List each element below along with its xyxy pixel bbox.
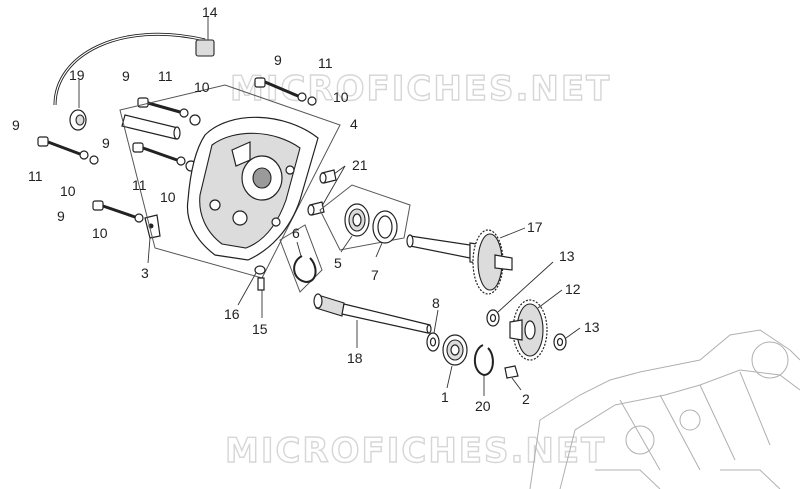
part-13-washer-lower	[553, 333, 567, 351]
sleeve-dowel	[121, 114, 181, 140]
part-18-shaft	[313, 293, 432, 334]
callout-label: 9	[57, 208, 65, 224]
callout-label: 19	[69, 67, 85, 83]
callout-label: 14	[202, 4, 218, 20]
callout-label: 13	[584, 319, 600, 335]
part-16-washer	[254, 265, 266, 275]
callout-label: 18	[347, 350, 363, 366]
callout-label: 4	[350, 116, 358, 132]
part-7-seal	[372, 210, 398, 244]
watermark-bottom: MICROFICHES.NET	[225, 431, 606, 471]
part-20-circlip	[473, 344, 494, 377]
frame-circlip-6	[279, 224, 323, 293]
callout-label: 5	[334, 255, 342, 271]
frame-cover-group	[119, 84, 341, 279]
callout-label: 16	[224, 306, 240, 322]
part-12-gear	[509, 299, 548, 361]
part-9-bolt-left	[37, 136, 81, 156]
watermark-top: MICROFICHES.NET	[230, 69, 611, 109]
part-2-dowel	[504, 365, 519, 379]
callout-label: 20	[475, 398, 491, 414]
callout-label: 10	[194, 79, 210, 95]
callout-label: 7	[371, 267, 379, 283]
part-13-washer-upper	[486, 309, 500, 327]
washers	[79, 92, 317, 223]
callout-label: 11	[28, 168, 43, 184]
callout-label: 13	[559, 248, 575, 264]
part-5-bearing	[344, 203, 370, 237]
part-14-cable	[53, 32, 215, 106]
callout-label: 17	[527, 219, 543, 235]
callout-label: 15	[252, 321, 268, 337]
part-9-bolt-lower	[92, 200, 136, 219]
part-9-bolt-middle	[132, 142, 178, 162]
part-9-bolt-left-top	[137, 97, 181, 114]
callout-label: 10	[60, 183, 76, 199]
callout-label: 2	[522, 391, 530, 407]
part-6-circlip	[293, 255, 317, 284]
callout-label: 6	[292, 225, 300, 241]
callout-labels: 14 9 11 10 19 9 11 10 4 9 9 11 10 11 10 …	[12, 4, 600, 414]
part-19-oil-seal	[69, 109, 87, 131]
part-1-bearing	[442, 334, 468, 366]
callout-label: 9	[274, 52, 282, 68]
part-15-screw	[257, 277, 265, 291]
callout-label: 11	[158, 68, 173, 84]
callout-label: 9	[102, 135, 110, 151]
frame-bearing-group	[319, 184, 411, 251]
callout-label: 9	[12, 117, 20, 133]
engine-casing-ghost	[529, 329, 800, 489]
callout-label: 8	[432, 295, 440, 311]
callout-label: 10	[160, 189, 176, 205]
callout-label: 12	[565, 281, 581, 297]
callout-label: 11	[318, 55, 333, 71]
callout-label: 1	[441, 389, 449, 405]
part-9-bolt-upper	[254, 77, 299, 98]
part-4-transmission-cover	[186, 116, 319, 261]
callout-label: 11	[132, 177, 147, 193]
callout-label: 10	[92, 225, 108, 241]
callout-label: 21	[352, 157, 368, 173]
callout-label: 9	[122, 68, 130, 84]
part-3-bracket	[144, 214, 161, 239]
part-8-washer	[426, 332, 440, 352]
part-17-gear-shaft	[406, 229, 513, 295]
callout-label: 10	[333, 89, 349, 105]
callout-label: 3	[141, 265, 149, 281]
